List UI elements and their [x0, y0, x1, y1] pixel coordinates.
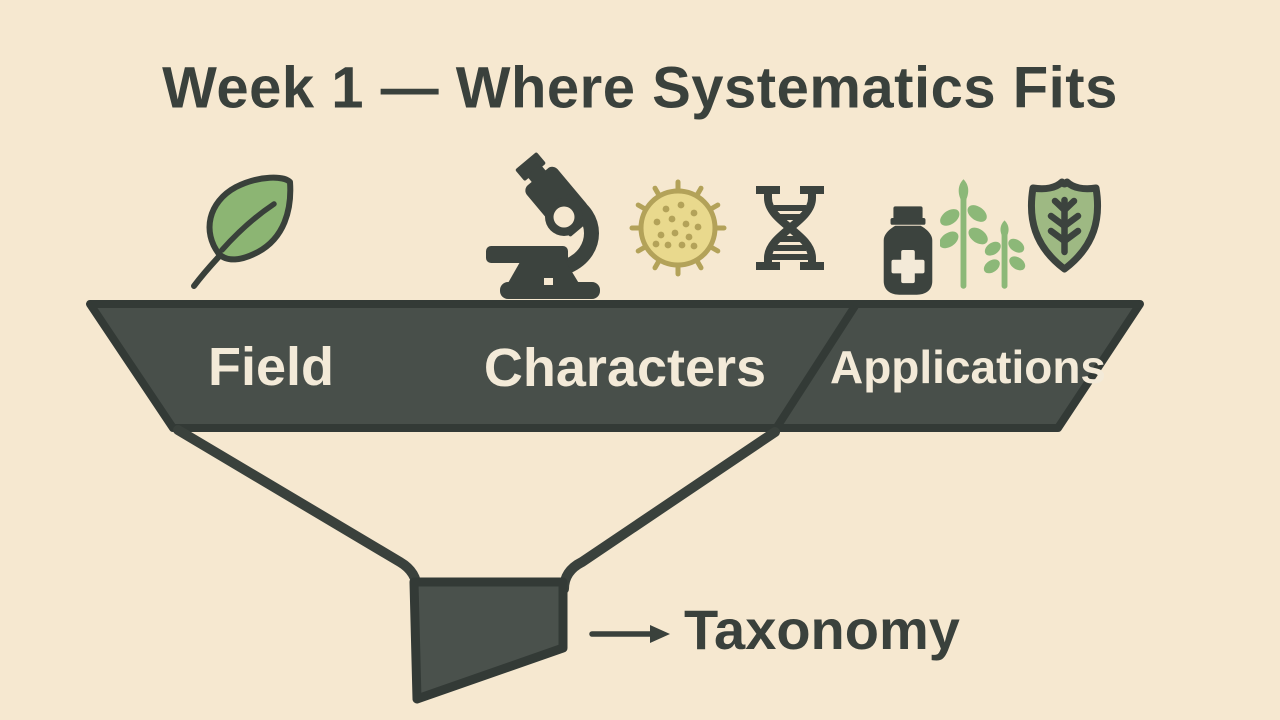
funnel-right-slope: [559, 427, 780, 594]
medicine-bottle-icon: [874, 204, 942, 304]
funnel-divider: [773, 303, 859, 430]
plants-icon: [939, 176, 1028, 299]
funnel-band: [86, 300, 1144, 432]
slide-title: Week 1 — Where Systematics Fits: [162, 55, 1118, 121]
funnel-section-characters: Characters: [483, 338, 767, 398]
cell-icon: [628, 178, 728, 283]
shield-icon: [1022, 176, 1107, 281]
right-arrow-icon: [589, 625, 670, 643]
taxonomy-label: Taxonomy: [684, 598, 960, 661]
funnel-section-applications: Applications: [829, 341, 1107, 393]
leaf-icon: [186, 172, 301, 297]
funnel-left-slope: [173, 425, 422, 595]
microscope-icon: [478, 148, 603, 308]
dna-icon: [750, 182, 830, 279]
funnel-section-field: Field: [207, 337, 335, 397]
funnel-spout: [409, 577, 568, 704]
